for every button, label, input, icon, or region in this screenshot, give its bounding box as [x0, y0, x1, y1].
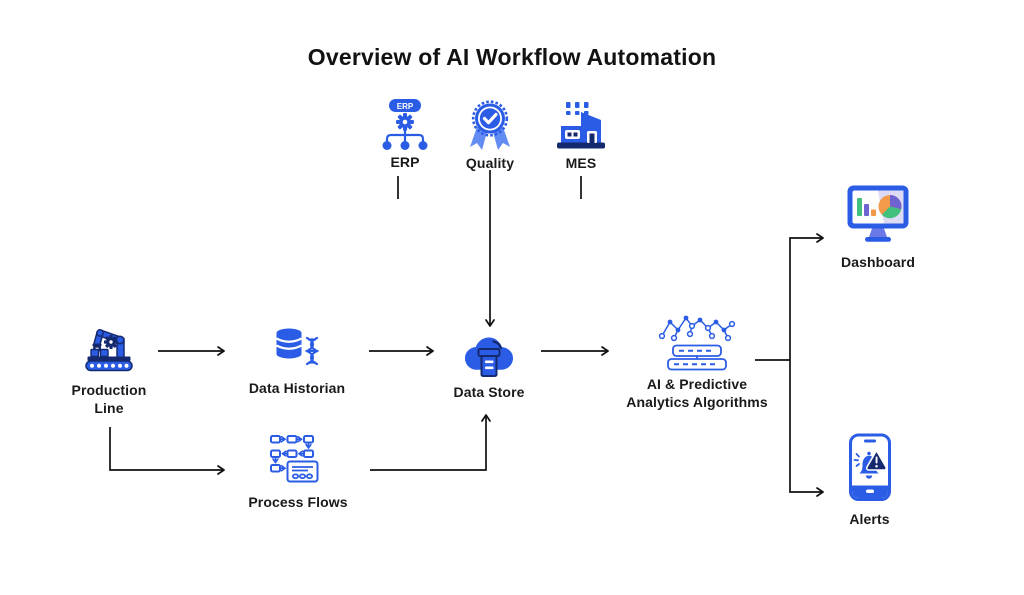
quality-label: Quality [465, 155, 515, 171]
arrow-processflows-to-datastore [370, 414, 491, 471]
alerts-phone-bell-icon [847, 433, 893, 503]
node-ai-analytics: AI & Predictive Analytics Algorithms [617, 312, 777, 411]
node-process-flows: Process Flows [240, 434, 356, 512]
page-title: Overview of AI Workflow Automation [307, 44, 717, 70]
arrow-ai-to-dashboard [789, 233, 824, 360]
dashboard-monitor-icon [846, 184, 910, 244]
node-erp: ERP ERP [374, 98, 436, 172]
production-line-label: Production Line [71, 382, 147, 416]
erp-label: ERP [390, 154, 420, 170]
mes-factory-icon [554, 99, 608, 153]
erp-badge-text: ERP [397, 102, 414, 111]
erp-icon: ERP [377, 98, 433, 152]
data-store-cloud-icon [464, 334, 514, 380]
node-data-historian: Data Historian [235, 326, 359, 398]
dashboard-label: Dashboard [840, 254, 916, 270]
node-quality: Quality [461, 97, 519, 173]
ai-analytics-label: AI & Predictive Analytics Algorithms [626, 376, 768, 410]
process-flows-flowchart-icon [270, 434, 326, 486]
mes-label: MES [565, 155, 597, 171]
ai-analytics-network-server-icon [657, 312, 737, 374]
alerts-label: Alerts [849, 511, 890, 527]
data-historian-label: Data Historian [248, 380, 346, 396]
node-mes: MES [552, 99, 610, 173]
node-dashboard: Dashboard [828, 184, 928, 272]
arrow-ai-to-alerts [789, 360, 824, 497]
quality-award-icon [462, 97, 518, 153]
data-historian-database-icon [273, 326, 321, 368]
node-data-store: Data Store [439, 334, 539, 402]
arrow-production-to-processflows [109, 427, 225, 475]
production-line-robot-arm-icon [84, 324, 134, 374]
process-flows-label: Process Flows [248, 494, 348, 510]
data-store-label: Data Store [453, 384, 525, 400]
node-alerts: Alerts [822, 433, 917, 529]
node-production-line: Production Line [64, 324, 154, 417]
